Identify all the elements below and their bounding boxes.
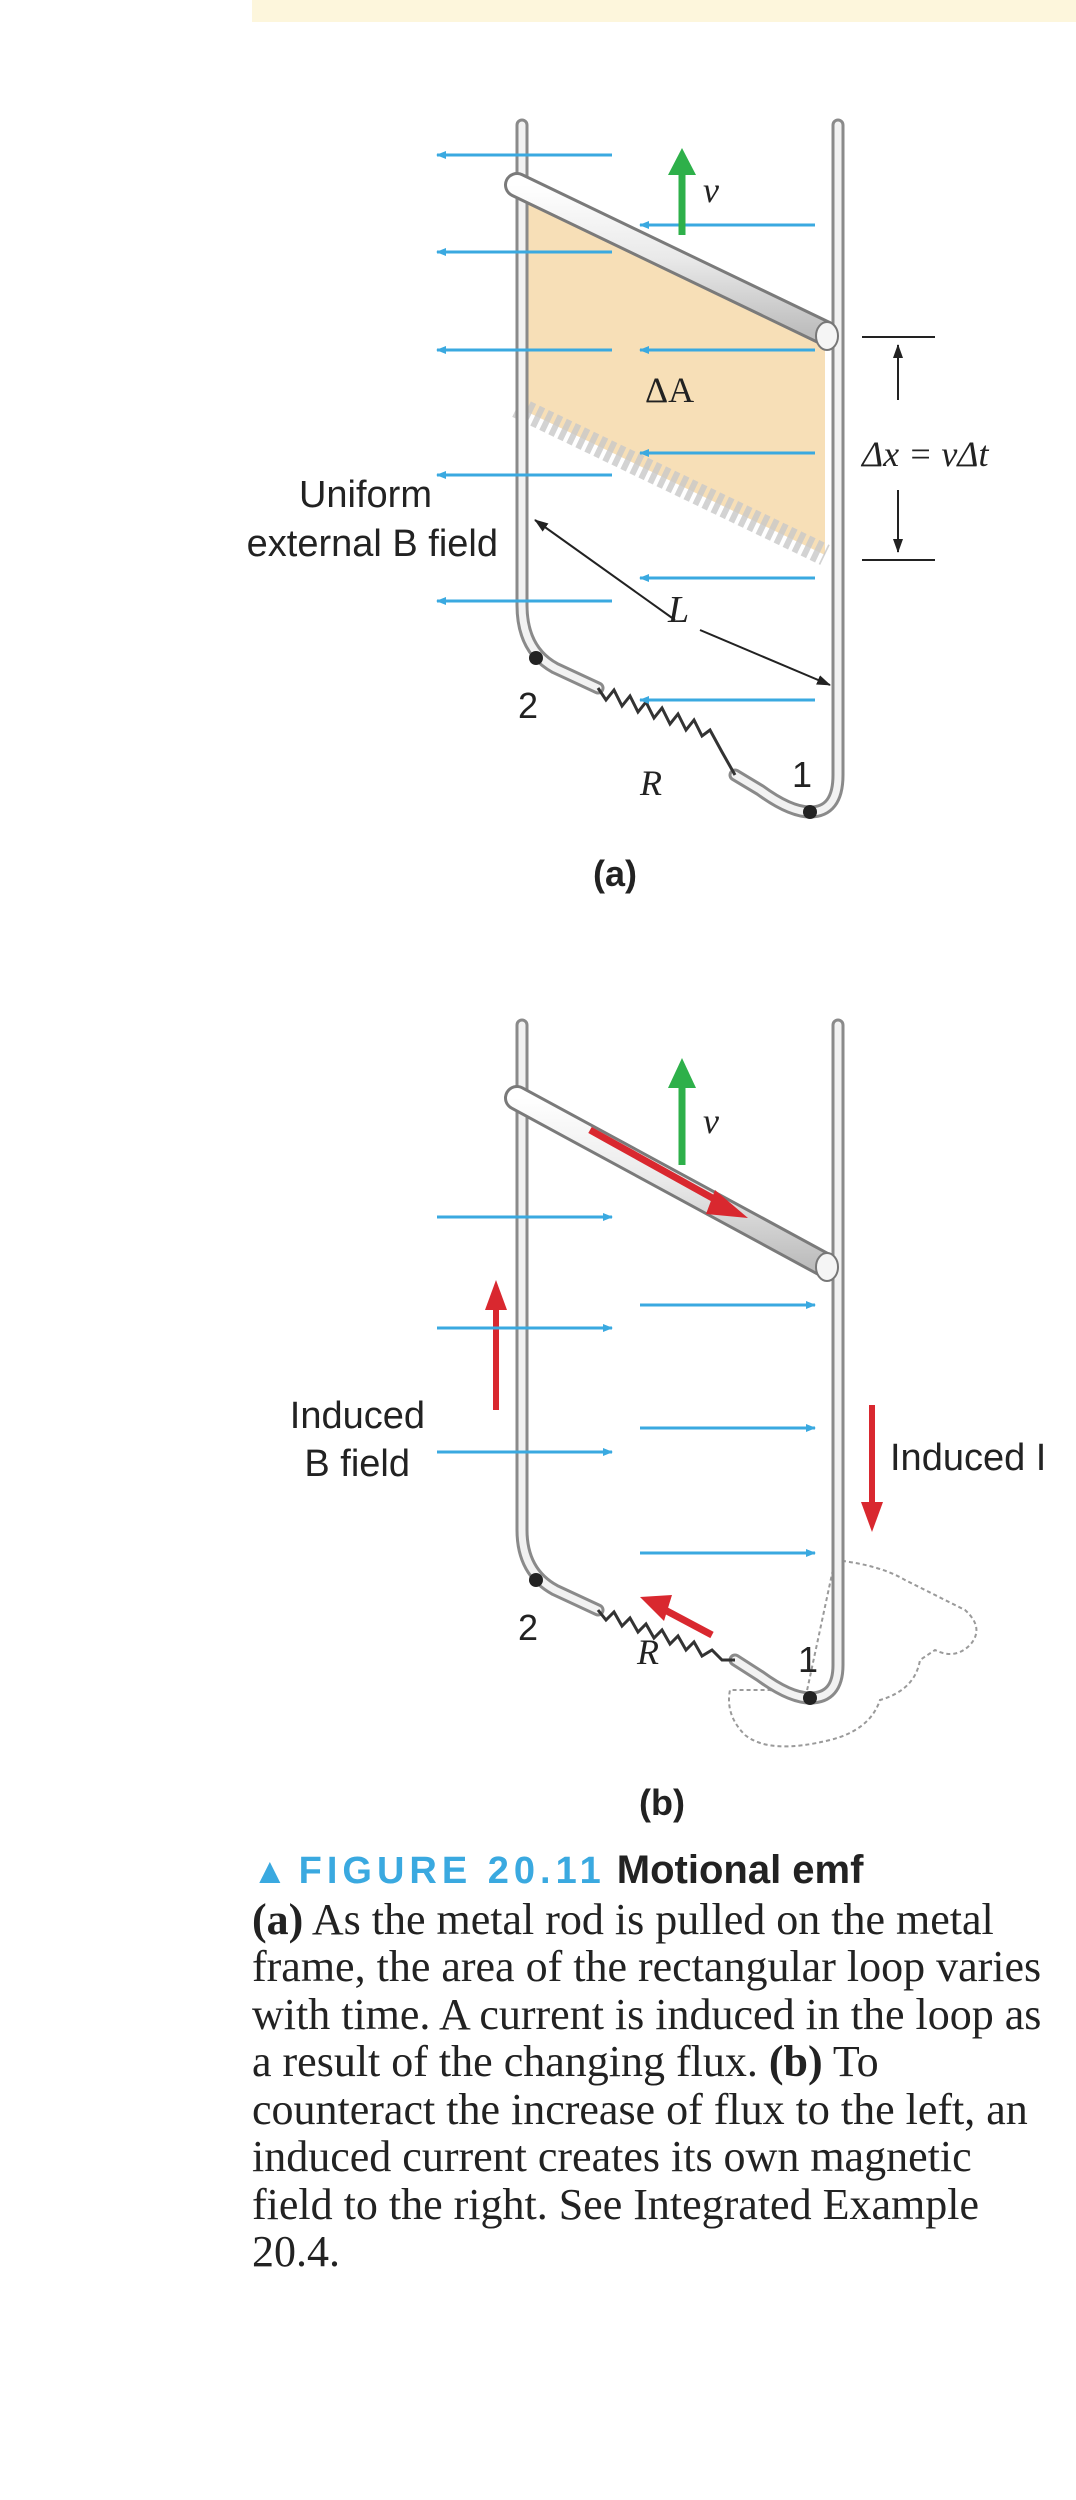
velocity-label-b: v	[703, 1101, 719, 1141]
terminal-2-dot-a	[529, 651, 543, 665]
panel-b: v Induced B field Induced I 2 1 R (b)	[290, 1018, 1046, 1823]
length-label: L	[667, 589, 689, 631]
resistor-label-a: R	[639, 763, 662, 803]
caption-part-b-label: (b)	[768, 2037, 823, 2086]
field-label-a-line2: external B field	[247, 523, 498, 565]
rod-end-b	[815, 1252, 839, 1282]
current-arrow-rod-head	[706, 1190, 748, 1218]
terminal-1-label-b: 1	[798, 1639, 818, 1680]
field-label-b-line2: B field	[304, 1443, 410, 1485]
current-arrow-resistor	[663, 1606, 714, 1639]
figure-title: Motional emf	[616, 1848, 864, 1892]
rod-end-a	[815, 321, 839, 351]
caption-part-a-label: (a)	[252, 1894, 304, 1944]
resistor-b	[596, 1609, 735, 1662]
figure-caption: ▲ FIGURE 20.11 Motional emf (a) As the m…	[252, 1845, 1052, 2276]
field-label-b-line1: Induced	[290, 1395, 425, 1437]
hand-outline	[728, 1558, 978, 1748]
triangle-icon: ▲	[252, 1851, 288, 1891]
terminal-2-label-a: 2	[518, 685, 538, 726]
terminal-1-dot-b	[803, 1691, 817, 1705]
velocity-arrow-b-head	[668, 1058, 696, 1088]
current-label: Induced I	[890, 1437, 1046, 1479]
panel-a-label: (a)	[593, 853, 637, 894]
panel-b-label: (b)	[639, 1782, 685, 1823]
caption-part-a-text: As the metal rod is pulled on the metal …	[252, 1894, 1042, 2086]
resistor-label-b: R	[636, 1632, 659, 1672]
velocity-arrow-a-head	[668, 148, 696, 175]
area-label: ΔA	[645, 370, 694, 410]
resistor-a	[596, 687, 737, 776]
header-band	[252, 0, 1076, 22]
area-delta-a	[517, 185, 825, 555]
length-arrow	[534, 519, 676, 621]
frame-right-rail-b	[728, 1018, 845, 1705]
current-arrow-left-head	[485, 1280, 507, 1310]
displacement-label: Δx = vΔt	[860, 434, 990, 474]
current-arrow-resistor-head	[640, 1595, 672, 1621]
terminal-2-label-b: 2	[518, 1607, 538, 1648]
caption-part-b-text: To counteract the increase of flux to th…	[252, 2037, 1028, 2276]
current-arrow-right-head	[861, 1502, 883, 1532]
figure-number: FIGURE 20.11	[298, 1850, 606, 1892]
field-label-a-line1: Uniform	[299, 474, 432, 516]
current-arrow-rod	[588, 1126, 727, 1209]
terminal-2-dot-b	[529, 1573, 543, 1587]
terminal-1-dot-a	[803, 805, 817, 819]
terminal-1-label-a: 1	[792, 754, 812, 795]
panel-a: v ΔA L Δx = vΔt Uniform external B field…	[247, 118, 990, 894]
velocity-label-a: v	[703, 170, 719, 210]
old-rod-position	[512, 397, 830, 565]
